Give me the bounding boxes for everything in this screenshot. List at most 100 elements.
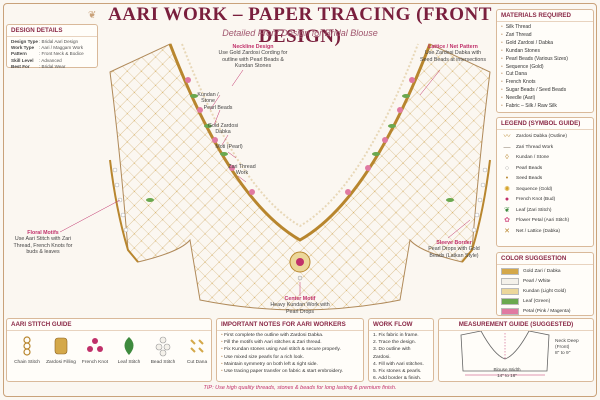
moti-callout: Moti (Pearl) — [215, 144, 243, 150]
material-item: Zari Thread — [497, 32, 593, 40]
materials-list: Silk ThreadZari ThreadGold Zardosi / Dab… — [497, 22, 593, 111]
design-detail-row: Pattern: Front Neck & Bodice — [11, 51, 84, 57]
notes-panel: IMPORTANT NOTES FOR AARI WORKERS • First… — [216, 318, 364, 382]
material-item: Gold Zardosi / Dabka — [497, 40, 593, 48]
bullet-icon: • — [221, 369, 225, 375]
workflow-step: 6. Add border & finish. — [373, 376, 422, 382]
legend-item: ●French Knot (Bud) — [497, 195, 593, 206]
material-item: Fabric – Silk / Raw Silk — [497, 103, 593, 111]
bead-stitch-icon — [152, 335, 174, 357]
neckline-callout: Neckline Design Use Gold Zardosi Cording… — [218, 44, 288, 70]
notes-list: • First complete the outline with Zardos… — [217, 331, 363, 375]
zardosi-callout: Gold Zardosi Dabka — [207, 123, 239, 136]
color-suggestion-item: Kundan (Light Gold) — [497, 286, 593, 296]
color-swatch — [501, 287, 519, 295]
seed-bead-icon: • — [505, 175, 509, 182]
kundan-drop-icon: ◊ — [505, 154, 509, 161]
workflow-step: 2. Trace the design. — [373, 340, 416, 346]
center-callout: Center Motif Heavy Kundan Work with Pear… — [270, 296, 330, 315]
note-item: • Use mixed size pearls for a rich look. — [221, 354, 304, 360]
floral-vine-right — [345, 77, 415, 195]
legend-item: 〰Zardosi Dabka (Outline) — [497, 132, 593, 143]
legend-panel: LEGEND (SYMBOL GUIDE) 〰Zardosi Dabka (Ou… — [496, 117, 594, 247]
color-suggestion-heading: COLOR SUGGESTION — [497, 253, 593, 265]
material-item: Pearl Beads (Various Sizes) — [497, 56, 593, 64]
stitch-guide-item: Bead Stitch — [147, 335, 179, 365]
color-swatch — [501, 267, 519, 275]
note-item: • Fix Kundan stones using Aari stitch & … — [221, 347, 341, 353]
legend-item: ✿Flower Petal (Aari Stitch) — [497, 216, 593, 227]
neck-deep-label: Neck Deep (Front) 8" to 9" — [555, 339, 579, 356]
chain-stitch-icon — [16, 335, 38, 357]
color-swatch — [501, 297, 519, 305]
dabka-outline-icon: 〰 — [503, 133, 511, 140]
color-suggestion-item: Pearl / White — [497, 276, 593, 286]
materials-heading: MATERIALS REQUIRED — [497, 10, 593, 22]
leaf-icon: ❦ — [504, 206, 510, 214]
tip-text: TIP: Use high quality threads, stones & … — [203, 385, 397, 391]
measurement-heading: MEASUREMENT GUIDE (SUGGESTED) — [439, 319, 593, 331]
bullet-icon: • — [221, 333, 225, 338]
color-suggestion-item: Gold Zari / Dabka — [497, 266, 593, 276]
measurement-panel: MEASUREMENT GUIDE (SUGGESTED) Neck Deep … — [438, 318, 594, 382]
title-ornament-left-icon: ❦ — [88, 10, 97, 21]
left-sleeve-border — [109, 159, 139, 263]
stitch-guide-item: Zardosi Filling — [45, 335, 77, 365]
color-swatch — [501, 307, 519, 315]
color-suggestion-item: Leaf (Green) — [497, 296, 593, 306]
legend-item: ◊Kundan / Stone — [497, 153, 593, 164]
kundan-callout: Kundan / Stone — [197, 92, 219, 105]
workflow-step: 5. Fix stones & pearls. — [373, 369, 422, 375]
design-details-heading: DESIGN DETAILS — [7, 25, 97, 37]
bullet-icon: • — [221, 361, 225, 367]
pearl-icon: ○ — [504, 164, 510, 172]
stitch-guide-item: Leaf Stitch — [113, 335, 145, 365]
design-detail-row: Work Type: Aari / Maggam Work — [11, 45, 84, 51]
floral-callout: Floral Motifs Use Aari Stitch with Zari … — [13, 230, 73, 256]
blouse-width-label: Blouse Width 14" to 16" — [493, 367, 521, 378]
floral-vine-left — [185, 77, 255, 195]
workflow-panel: WORK FLOW 1. Fix fabric in frame. 2. Trac… — [368, 318, 434, 382]
zari-callout: Zari Thread Work — [228, 164, 256, 177]
design-details-panel: DESIGN DETAILS Design Type: Bridal Aari … — [6, 24, 98, 70]
note-item: • Use tracing paper transfer on fabric &… — [221, 369, 344, 375]
note-item: • Maintain symmetry on both left & right… — [221, 361, 318, 367]
zari-line-icon: — — [503, 143, 511, 151]
design-detail-row: Best For: Bridal Wear — [11, 63, 66, 69]
french-knot-icon: ● — [504, 196, 510, 203]
legend-heading: LEGEND (SYMBOL GUIDE) — [497, 118, 593, 130]
neckline-border — [168, 43, 432, 242]
workflow-step: 1. Fix fabric in frame. — [373, 333, 419, 338]
stitch-guide-item: Chain Stitch — [11, 335, 43, 365]
note-item: • Fill the motifs with Aari stitches & Z… — [221, 340, 322, 346]
cut-dana-icon — [186, 335, 208, 357]
material-item: Needle (Aari) — [497, 95, 593, 103]
material-item: Kundan Stones — [497, 48, 593, 56]
bullet-icon: • — [221, 354, 225, 360]
pearl-callout: Pearl Beads — [203, 105, 233, 111]
legend-item: —Zari Thread Work — [497, 143, 593, 154]
legend-list: 〰Zardosi Dabka (Outline)—Zari Thread Wor… — [497, 130, 593, 237]
material-item: Sequence (Gold) — [497, 64, 593, 72]
legend-item: ✺Sequence (Gold) — [497, 185, 593, 196]
page-title: AARI WORK – PAPER TRACING (FRONT DESIGN) — [108, 4, 492, 47]
lattice-icon: ✕ — [504, 227, 510, 235]
color-suggestion-item: Petal (Pink / Magenta) — [497, 306, 593, 316]
legend-item: ✕Net / Lattice (Dabka) — [497, 227, 593, 238]
legend-item: ○Pearl Beads — [497, 164, 593, 175]
material-item: French Knots — [497, 79, 593, 87]
zardosi-filling-icon — [50, 335, 72, 357]
pearl-drops — [112, 167, 488, 233]
french-knot-icon — [84, 335, 106, 357]
design-detail-row: Skill Level: Advanced — [11, 57, 62, 63]
notes-heading: IMPORTANT NOTES FOR AARI WORKERS — [217, 319, 363, 331]
center-motif — [289, 251, 311, 281]
leaves — [146, 94, 454, 202]
workflow-list: 1. Fix fabric in frame. 2. Trace the desi… — [369, 331, 433, 382]
workflow-heading: WORK FLOW — [369, 319, 433, 331]
